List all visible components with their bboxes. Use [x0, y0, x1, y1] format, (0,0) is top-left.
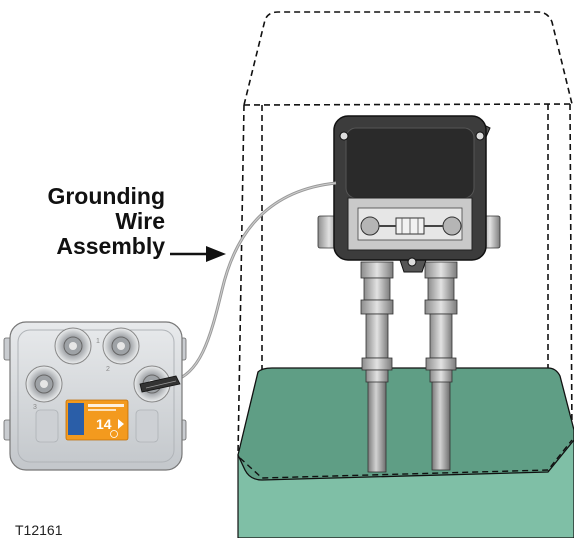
- grounding-wire: [169, 181, 337, 384]
- tap-port: [102, 327, 140, 365]
- tap-label: 14: [65, 399, 129, 441]
- tap-port: [25, 365, 63, 403]
- port-number: 2: [106, 366, 110, 373]
- screw-icon: [407, 257, 417, 267]
- connector-right: [424, 261, 458, 383]
- tap-housing: 1 2 3 14: [3, 321, 187, 471]
- screw-icon: [339, 131, 349, 141]
- pedestal-right-edge: [569, 103, 573, 441]
- callout-grounding-wire-assembly: Grounding Wire Assembly: [10, 184, 165, 259]
- callout-line-2: Wire: [115, 208, 165, 234]
- pipe-left: [367, 379, 387, 473]
- pipe-right: [431, 379, 451, 471]
- tap-label-value: 14: [96, 416, 112, 432]
- cable-pipes: [360, 261, 458, 473]
- grounding-clamp: [139, 375, 181, 393]
- callout-line-3: Assembly: [56, 233, 165, 259]
- port-number: 3: [33, 404, 37, 411]
- pedestal-top-rim: [243, 103, 573, 106]
- pedestal-base-lid: [237, 367, 574, 481]
- pedestal-dome-outline: [243, 11, 573, 106]
- terminal-lug-left: [360, 216, 380, 236]
- pedestal-left-edge: [237, 104, 245, 456]
- pedestal-base: [237, 367, 574, 538]
- screw-icon: [475, 131, 485, 141]
- callout-arrow: [170, 246, 226, 262]
- enclosure-window: [345, 127, 475, 199]
- port-number: 1: [96, 338, 100, 345]
- pedestal-base-dash: [239, 439, 573, 479]
- enclosure: [317, 115, 501, 273]
- figure-id: T12161: [15, 522, 63, 538]
- callout-line-1: Grounding: [47, 183, 165, 209]
- tap-port: [54, 327, 92, 365]
- terminal-lug-right: [442, 216, 462, 236]
- connector-left: [360, 261, 394, 383]
